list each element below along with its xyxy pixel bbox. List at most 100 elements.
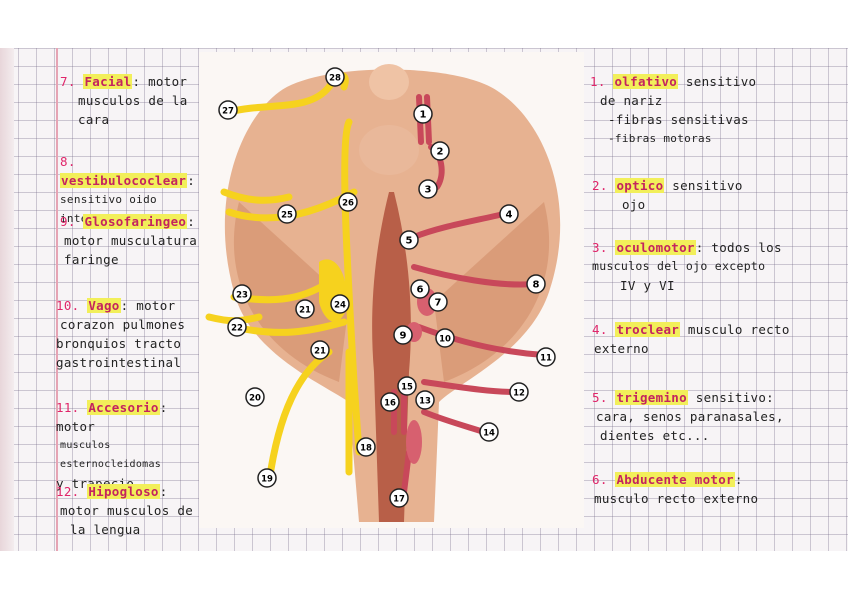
note-number: 6. [592,472,608,487]
svg-text:25: 25 [281,211,293,221]
label-9: 9 [393,325,413,345]
note-number: 1. [590,74,606,89]
svg-text:20: 20 [249,394,261,404]
label-27: 27 [218,100,238,120]
note-title: optico [615,178,665,193]
note-body: musculos del ojo excepto [592,259,766,273]
note-body: motor musculos de [60,503,194,518]
svg-text:17: 17 [393,495,405,505]
note-title: Hipogloso [87,484,160,499]
label-8: 8 [526,274,546,294]
svg-text:28: 28 [329,74,341,84]
label-18: 18 [356,437,376,457]
margin-line [56,48,58,551]
note-title: oculomotor [615,240,696,255]
note-body: musculo recto externo [594,491,759,506]
svg-text:15: 15 [401,383,413,393]
label-13: 13 [415,390,435,410]
note-rest: sensitivo [664,178,743,193]
note-abducente: 6. Abducente motor: musculo recto extern… [592,470,792,508]
note-number: 10. [56,298,80,313]
svg-text:5: 5 [406,236,413,247]
svg-text:12: 12 [513,389,525,399]
cranial-nerves-illustration: 1 2 3 4 5 6 7 8 9 10 11 12 13 14 15 16 1… [199,52,584,528]
svg-text:16: 16 [384,399,396,409]
note-body: IV y VI [620,278,675,293]
nerve-yellow-branch [220,188,293,204]
label-4: 4 [499,204,519,224]
note-title: troclear [615,322,681,337]
note-number: 12. [56,484,80,499]
svg-text:21: 21 [299,306,311,316]
label-21a: 21 [295,299,315,319]
note-accesorio: 11. Accesorio: motor musculos esternocle… [56,398,206,493]
note-title: trigemino [615,390,688,405]
svg-text:13: 13 [419,397,431,407]
label-20: 20 [245,387,265,407]
cerebellum-right [434,202,550,382]
note-title: Glosofaringeo [83,214,188,229]
svg-text:11: 11 [540,354,552,364]
label-11: 11 [536,347,556,367]
nerve-red-4 [411,211,507,240]
svg-text:6: 6 [417,285,424,296]
svg-text:1: 1 [420,110,427,121]
note-hipogloso: 12. Hipogloso: motor musculos de la leng… [56,482,206,539]
label-16: 16 [380,392,400,412]
note-optico: 2. optico sensitivo ojo [592,176,772,214]
note-rest: sensitivo [678,74,757,89]
note-number: 3. [592,240,608,255]
note-rest: : motor [132,74,188,89]
note-body: ojo [622,197,646,212]
note-number: 11. [56,400,80,415]
label-25: 25 [277,204,297,224]
nerve-red-11 [416,324,547,358]
note-body: cara [78,112,110,127]
notebook-edge [0,48,14,551]
note-body: externo [594,341,649,356]
note-rest: : todos los [695,240,782,255]
note-number: 2. [592,178,608,193]
svg-text:26: 26 [342,199,354,209]
label-2: 2 [430,141,450,161]
note-rest: sensitivo: [687,390,775,405]
note-number: 9. [60,214,76,229]
nerve-red-8 [411,264,537,288]
note-facial: 7. Facial: motor musculos de la cara [60,72,200,129]
note-number: 4. [592,322,608,337]
note-body: faringe [64,252,119,267]
label-14: 14 [479,422,499,442]
note-title: olfativo [613,74,679,89]
svg-text:7: 7 [435,298,442,309]
note-rest: : [187,173,196,188]
label-15: 15 [397,376,417,396]
note-olfativo: 1. olfativo sensitivo de nariz -fibras s… [590,72,770,148]
note-title: Vago [87,298,121,313]
red-ganglion-17 [406,420,422,464]
note-title: Abducente motor [615,472,735,487]
label-21b: 21 [310,340,330,360]
nerve-red-12 [421,379,520,395]
note-body: de nariz [600,93,663,108]
svg-text:2: 2 [437,147,444,158]
label-28: 28 [325,67,345,87]
note-body: gastrointestinal [56,355,182,370]
note-number: 5. [592,390,608,405]
label-22: 22 [227,317,247,337]
note-body: motor musculatura [64,233,198,248]
nerve-yellow-19-20 [265,348,333,486]
label-24: 24 [330,294,350,314]
svg-text:8: 8 [533,280,540,291]
label-6: 6 [410,279,430,299]
note-title: Accesorio [87,400,160,415]
svg-text:4: 4 [506,210,513,221]
label-3: 3 [418,179,438,199]
label-19: 19 [257,468,277,488]
svg-text:24: 24 [334,301,346,311]
note-trigemino: 5. trigemino sensitivo: cara, senos para… [592,388,792,445]
note-rest: : [734,472,743,487]
svg-text:22: 22 [231,324,243,334]
svg-text:14: 14 [483,429,495,439]
note-body: cara, senos paranasales, [596,409,784,424]
note-number: 7. [60,74,76,89]
